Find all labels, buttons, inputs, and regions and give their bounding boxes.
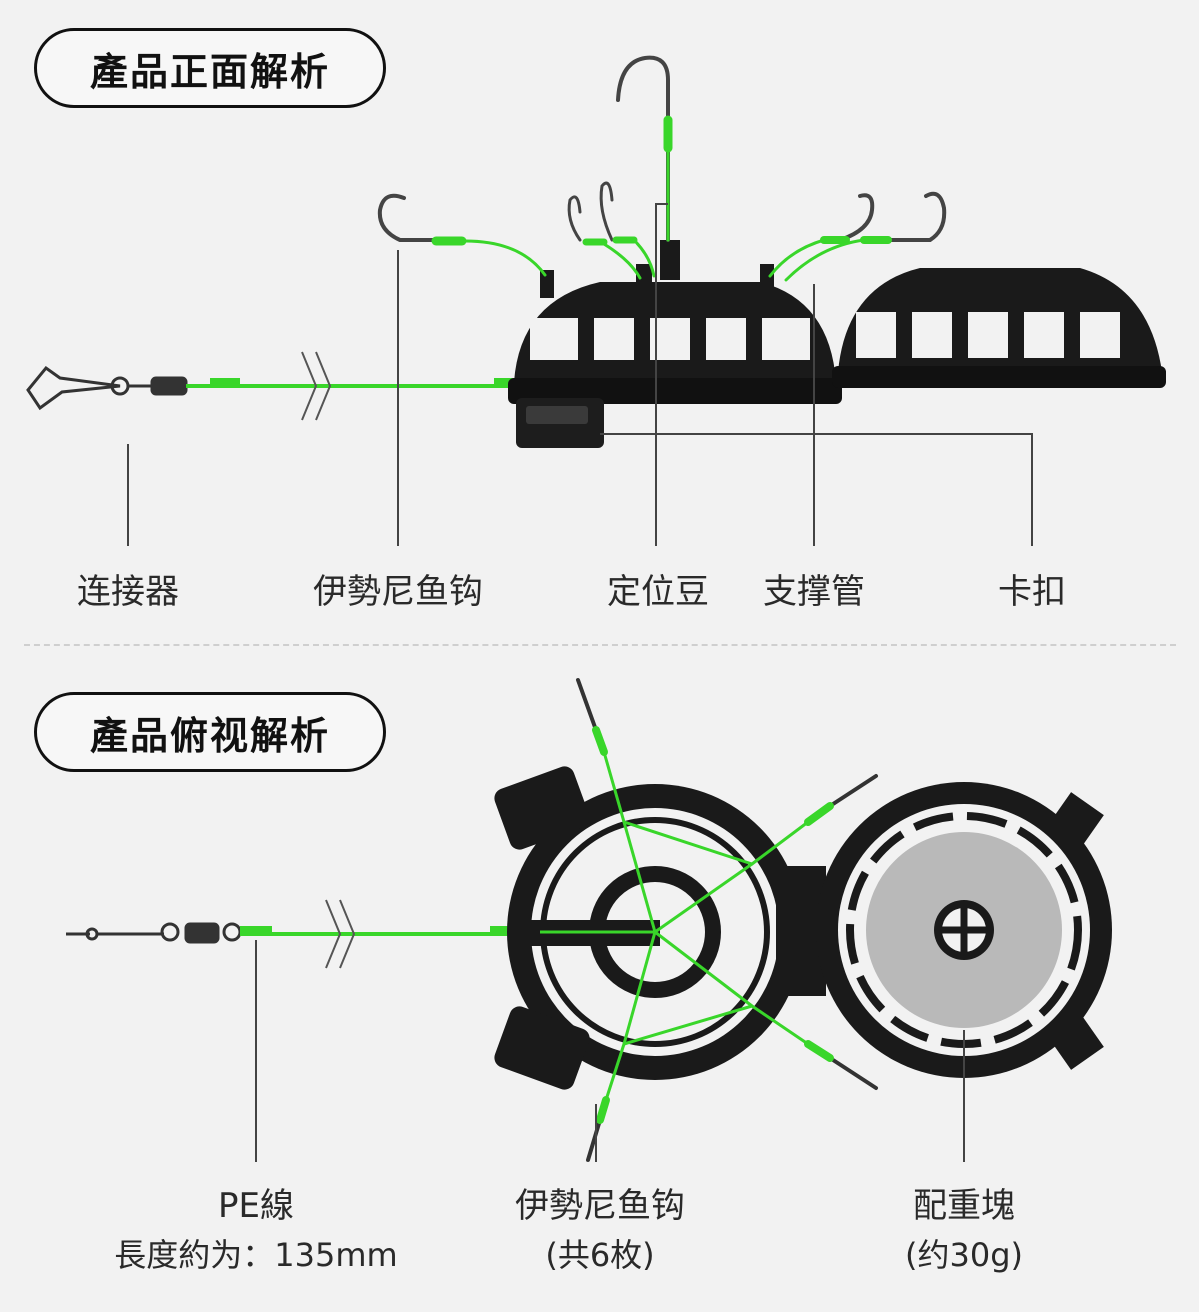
top-green-spokes	[540, 820, 753, 1046]
label-support: 支撑管	[763, 572, 865, 612]
front-hooks	[377, 55, 947, 282]
front-section-title: 產品正面解析	[34, 28, 386, 108]
label-top-hook: 伊勢尼鱼钩	[515, 1186, 685, 1226]
label-pe-line: PE線	[218, 1186, 294, 1226]
front-leader-lines	[127, 203, 1033, 546]
front-pe-line	[186, 378, 520, 388]
top-pe-line	[240, 926, 520, 936]
label-front-hook: 伊勢尼鱼钩	[313, 572, 483, 612]
line-break-mark-top	[325, 899, 356, 969]
label-weight-amount: (约30g)	[904, 1236, 1023, 1274]
label-connector: 连接器	[77, 572, 179, 612]
label-pe-length: 長度約为：135mm	[114, 1236, 398, 1274]
front-view	[26, 55, 1166, 546]
front-section-title-text: 產品正面解析	[89, 49, 330, 94]
section-divider	[24, 644, 1176, 646]
label-hook-count: (共6枚)	[545, 1236, 655, 1274]
top-section-title-text: 產品俯视解析	[89, 713, 330, 758]
label-bead: 定位豆	[607, 572, 709, 612]
front-cage-left	[508, 240, 842, 448]
top-view	[66, 678, 1112, 1162]
snap-connector-icon	[26, 365, 188, 411]
top-cage-right	[816, 782, 1112, 1078]
top-leader-lines	[255, 940, 965, 1162]
front-cage-right	[832, 268, 1166, 388]
swivel-icon	[66, 922, 242, 944]
label-weight: 配重塊	[913, 1186, 1015, 1226]
top-section-title: 產品俯视解析	[34, 692, 386, 772]
label-clip: 卡扣	[998, 572, 1066, 612]
top-hooks	[576, 678, 878, 1162]
line-break-mark	[301, 351, 332, 421]
